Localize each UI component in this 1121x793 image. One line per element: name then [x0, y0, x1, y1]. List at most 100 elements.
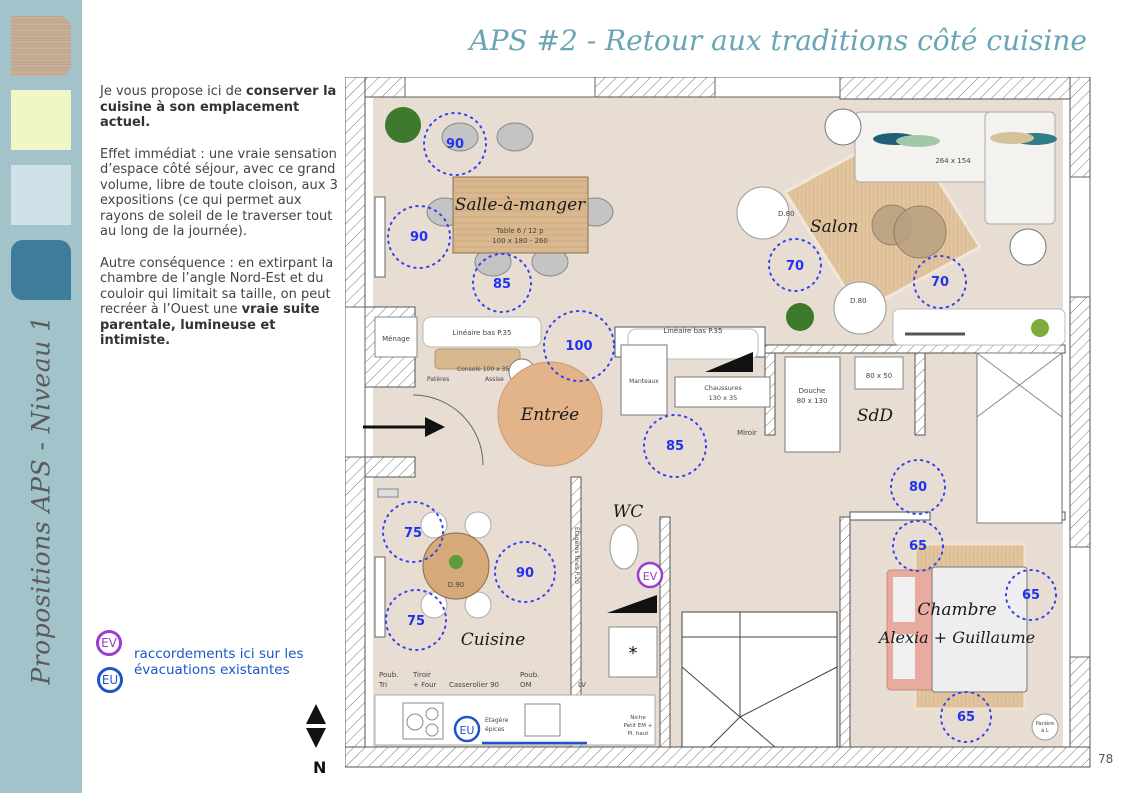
chaussures-label: Chaussures: [704, 384, 742, 392]
clearance-value: 85: [666, 439, 684, 454]
tiroir-label: Tiroir: [412, 671, 431, 679]
tv-unit: [892, 308, 1066, 346]
swatch-light-blue: [11, 165, 71, 225]
clearance-value: 90: [446, 137, 464, 152]
compass-north-label: N: [313, 758, 327, 777]
intro-p3-bold: vraie suite parentale, lumineuse et inti…: [100, 302, 320, 348]
coffee-table-large: [893, 205, 947, 259]
intro-p3-text: Autre conséquence : en extirpant la cham…: [100, 255, 334, 318]
clearance-circles: [382, 112, 1057, 743]
clearance-value: 80: [909, 480, 927, 495]
table-size: 100 x 180 - 260: [492, 237, 548, 245]
swatch-wood: [11, 16, 71, 76]
intro-paragraph-1: Je vous propose ici de conserver la cuis…: [100, 84, 345, 131]
intro-paragraph-2: Effet immédiat : une vraie sensation d’e…: [100, 146, 338, 240]
paniere-label: Panière: [1036, 720, 1055, 727]
entry-area: Ménage Linéaire bas P.35 Console 100 x 3…: [363, 316, 771, 467]
room-label-kitchen: Cuisine: [461, 630, 526, 650]
ev-marker-label: EV: [643, 570, 658, 583]
epices-label: Etagère: [485, 717, 509, 724]
room-label-entry: Entrée: [520, 405, 579, 425]
menage-label: Ménage: [382, 335, 410, 343]
clearance-value: 75: [407, 614, 425, 629]
eu-marker: EU: [453, 715, 481, 743]
ev-marker: EV: [636, 561, 664, 589]
clearance-value: 90: [410, 230, 428, 245]
entrance-arrow-icon: [425, 417, 445, 437]
clearance-value: 70: [786, 259, 804, 274]
clearance-value: 65: [909, 539, 927, 554]
room-label-wc: WC: [613, 502, 643, 522]
room-label-living: Salon: [810, 217, 858, 237]
kitchen: D.90 Etagères fines P.20 Cuisine Poub. T…: [374, 488, 656, 746]
armchair: [736, 186, 790, 240]
room-label-bedroom: Chambre: [917, 600, 996, 620]
laundry-basket: [1031, 713, 1059, 741]
toilet: [609, 524, 639, 570]
room-label-dining: Salle-à-manger: [455, 195, 586, 215]
niche-label-2: Petit EM +: [624, 723, 653, 729]
sink: [524, 703, 561, 737]
vasque-size: 80 x 50: [866, 372, 892, 380]
sofa-size: 264 x 154: [935, 157, 971, 165]
douche-label: Douche: [799, 387, 826, 395]
intro-text: Je vous propose ici de conserver la cuis…: [100, 84, 345, 365]
pateres-label: Patères: [427, 376, 449, 383]
intro-paragraph-3: Autre conséquence : en extirpant la cham…: [100, 256, 345, 349]
swatch-pale-yellow: [11, 90, 71, 150]
poub-om-label-2: OM: [520, 681, 532, 689]
tiroir-label-2: + Four: [413, 681, 437, 689]
chaussures-size: 130 x 35: [709, 394, 738, 402]
plant-icon: [385, 107, 421, 143]
entry-rug: [497, 361, 603, 467]
dining-area: Salle-à-manger Table 6 / 12 p 100 x 180 …: [385, 107, 614, 277]
plant-icon: [1031, 319, 1049, 337]
table-capacity: Table 6 / 12 p: [495, 227, 544, 235]
plant-icon: [786, 303, 814, 331]
intro-p1-bold: conserver la cuisine à son emplacement a…: [100, 84, 337, 130]
niche-label: Niche: [630, 715, 646, 721]
dining-table: [452, 176, 589, 254]
clearance-value: 100: [565, 339, 592, 354]
armchair-size: D.80: [850, 297, 867, 305]
legend-text: raccordements ici sur les évacuations ex…: [134, 646, 304, 678]
windows: [345, 77, 1091, 658]
console-label: Console 100 x 35: [457, 366, 509, 373]
shower: [784, 356, 841, 453]
floor-plan: Salle-à-manger Table 6 / 12 p 100 x 180 …: [345, 77, 1091, 768]
armchair: [833, 281, 887, 335]
compass-arrow-icon: [306, 704, 326, 748]
poub-tri-label: Poub.: [379, 671, 398, 679]
clearance-value: 65: [1022, 588, 1040, 603]
staircase: [681, 611, 838, 748]
eu-badge-icon: EU: [97, 667, 123, 693]
intro-p1-text: Je vous propose ici de: [100, 84, 247, 99]
section-title: Propositions APS - Niveau 1: [26, 315, 56, 685]
dressing: [976, 352, 1063, 524]
parasol-plant-icon: [824, 108, 862, 146]
living-area: 264 x 154 D.80 D.80 Salon: [736, 108, 1066, 346]
epices-label-2: épices: [485, 726, 504, 733]
wc: WC *: [607, 502, 658, 678]
eu-marker-icon: [453, 715, 481, 743]
assise-label: Assise: [485, 376, 504, 383]
poub-tri-label-2: Tri: [378, 681, 387, 689]
paniere-label-2: à L: [1041, 727, 1049, 734]
clearance-value: 65: [957, 710, 975, 725]
armchair-size: D.80: [778, 210, 795, 218]
douche-size: 80 x 130: [797, 397, 828, 405]
poub-om-label: Poub.: [520, 671, 539, 679]
clearance-value: 75: [404, 526, 422, 541]
clearance-value: 70: [931, 275, 949, 290]
niche-label-3: Pl. haut: [628, 731, 650, 737]
clearance-labels: 90 90 85 70 70 100 85 80 65 65 65 75 75 …: [404, 137, 1040, 725]
vanity: [854, 356, 904, 390]
manteaux-label: Manteaux: [629, 378, 659, 385]
room-label-bathroom: SdD: [857, 406, 894, 426]
clearance-value: 85: [493, 277, 511, 292]
lineaire-bas-label: Linéaire bas P.35: [664, 327, 723, 335]
page-number: 78: [1098, 752, 1114, 766]
etageres-label: Etagères fines P.20: [573, 527, 580, 584]
clearance-value: 90: [516, 566, 534, 581]
kitchen-table-size: D.90: [448, 581, 465, 589]
